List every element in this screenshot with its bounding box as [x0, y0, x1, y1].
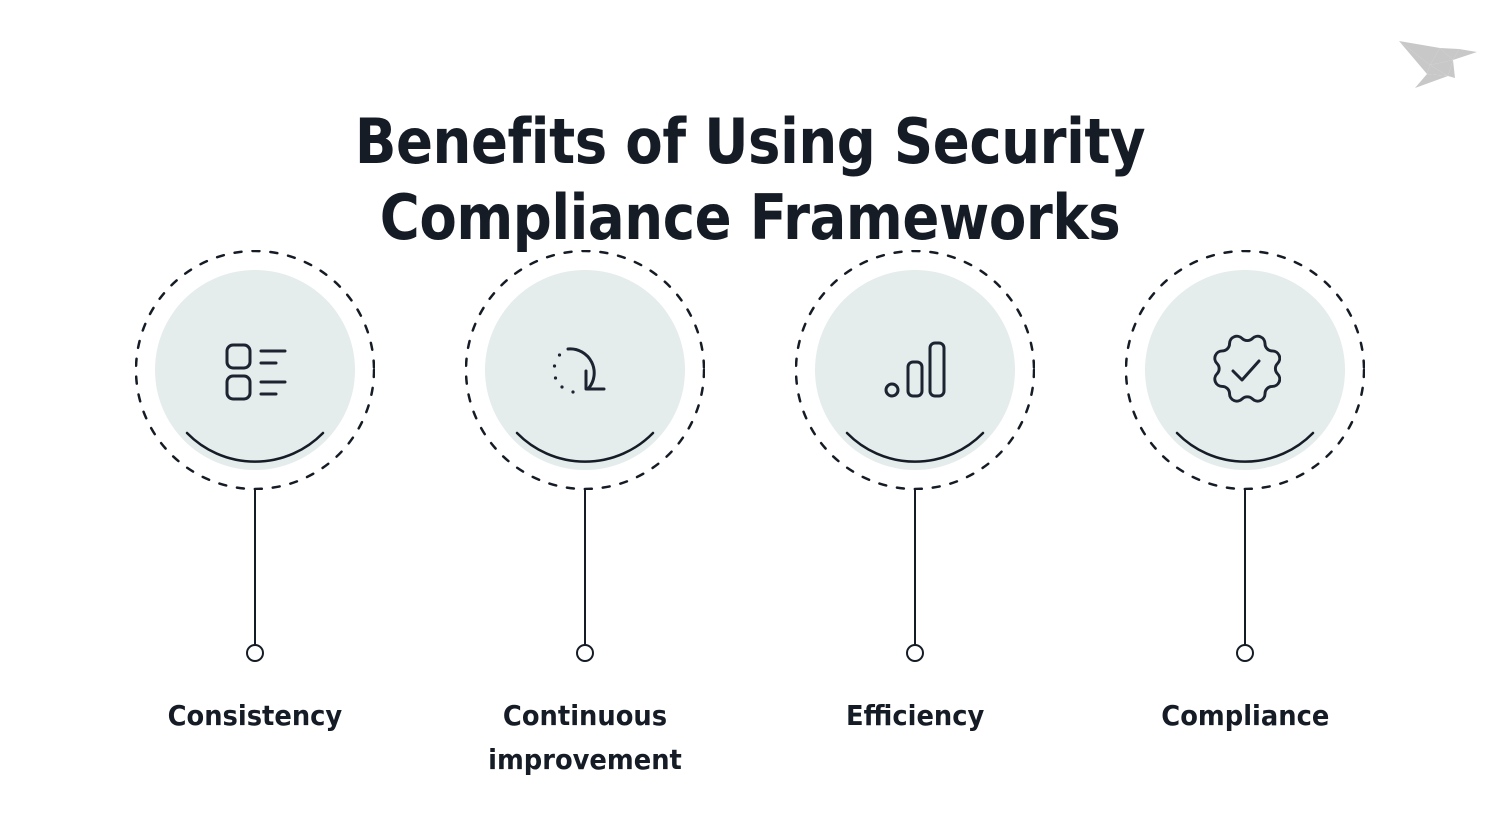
benefit-item-efficiency[interactable]: Efficiency [750, 250, 1080, 782]
rotate-refresh-icon [552, 347, 606, 394]
benefit-node [465, 250, 705, 490]
benefit-item-compliance[interactable]: Compliance [1080, 250, 1410, 782]
benefit-node [1125, 250, 1365, 490]
dashed-ring [465, 250, 705, 490]
bar-chart-icon [884, 341, 946, 398]
benefit-item-consistency[interactable]: Consistency [90, 250, 420, 782]
connector-endpoint [576, 644, 594, 662]
connector-stem [584, 490, 586, 645]
connector-endpoint [246, 644, 264, 662]
page-title: Benefits of Using Security Compliance Fr… [354, 104, 1146, 254]
verified-badge-icon [1213, 334, 1281, 403]
dashed-ring [795, 250, 1035, 490]
benefit-label: Consistency [167, 699, 343, 732]
benefit-item-continuous-improvement[interactable]: Continuous improvement [420, 250, 750, 782]
benefit-label: Compliance [1160, 699, 1330, 732]
connector-stem [1244, 490, 1246, 645]
connector-stem [914, 490, 916, 645]
dashed-ring [135, 250, 375, 490]
connector-endpoint [906, 644, 924, 662]
connector-endpoint [1236, 644, 1254, 662]
dashed-ring [1125, 250, 1365, 490]
benefit-label: Efficiency [845, 699, 985, 732]
origami-bird-logo [1385, 18, 1485, 90]
checklist-icon [225, 343, 287, 401]
benefits-row: Consistency [0, 250, 1500, 782]
connector-stem [254, 490, 256, 645]
benefit-node [795, 250, 1035, 490]
benefit-node [135, 250, 375, 490]
benefit-label: Continuous improvement [488, 699, 682, 776]
